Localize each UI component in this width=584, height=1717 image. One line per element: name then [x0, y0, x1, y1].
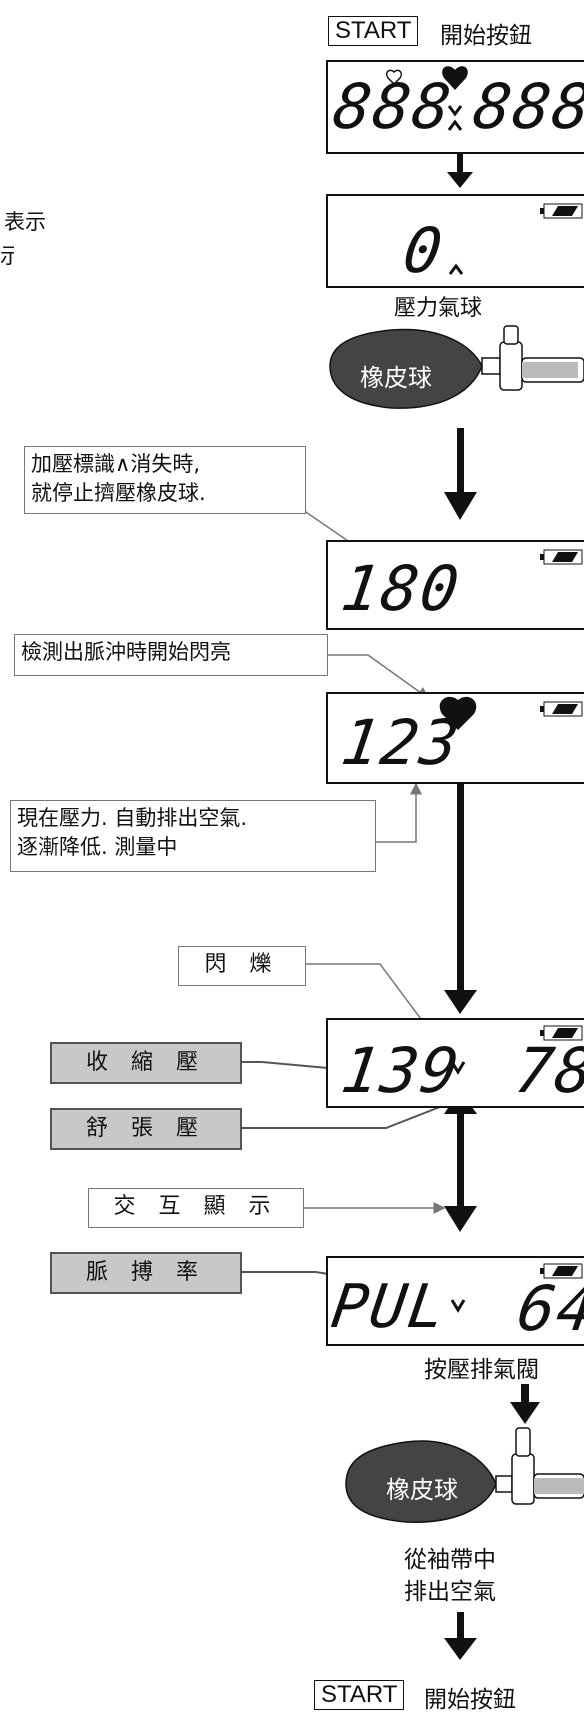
- lcd-180: 180: [326, 540, 584, 630]
- systolic-label: 收 縮 壓: [50, 1042, 242, 1084]
- callout-stop-line2: 就停止擠壓橡皮球.: [31, 481, 206, 505]
- lcd-digits-right: 888: [468, 70, 584, 143]
- lcd-bp-icons: [450, 1025, 583, 1075]
- label-exhaust-line2: 排出空氣: [404, 1579, 496, 1605]
- lcd-all-segments: 888 888: [326, 60, 584, 154]
- label-exhaust-valve: 按壓排氣閥: [424, 1357, 539, 1383]
- lcd-pulse-value: 64: [512, 1272, 584, 1345]
- connector-systolic: [242, 1060, 352, 1077]
- bulb-top-illustration: [329, 325, 584, 409]
- diastolic-label: 舒 張 壓: [50, 1108, 242, 1150]
- flow-arrow-valve: [510, 1384, 540, 1424]
- flow-arrow-3: [444, 782, 477, 1014]
- callout-stop-line1: 加壓標識∧消失時,: [31, 452, 201, 476]
- chevron-up-icon: [448, 263, 464, 275]
- battery-icon: [540, 1025, 583, 1041]
- lcd-pulse-icons: [450, 1263, 583, 1313]
- lcd-icons: [385, 66, 468, 131]
- lcd-systolic-value: 139: [336, 1034, 466, 1107]
- start-button-bottom[interactable]: START: [314, 1680, 405, 1710]
- flow-arrow-4: [444, 1612, 477, 1660]
- battery-icon: [540, 1263, 583, 1279]
- callout-stop-squeeze: 加壓標識∧消失時, 就停止擠壓橡皮球.: [24, 446, 306, 514]
- lcd-123: 123: [326, 692, 584, 784]
- start-label-top: 開始按鈕: [440, 23, 532, 49]
- lcd-zero: 0: [326, 194, 584, 288]
- flow-arrow-1: [447, 154, 473, 188]
- flash-label: 閃 爍: [178, 946, 306, 986]
- callout-pulse-text: 檢測出脈沖時開始閃亮: [21, 640, 231, 664]
- bulb-bottom-text: 橡皮球: [386, 1476, 458, 1504]
- lcd-180-icons: [540, 549, 583, 565]
- chevron-down-icon: [450, 1061, 466, 1075]
- callout-current-line2: 逐漸降低. 測量中: [17, 835, 178, 859]
- lcd-digits-left: 888: [328, 70, 458, 143]
- lcd-pulse-label: PUL: [327, 1272, 452, 1342]
- chevron-up-icon: [447, 119, 463, 131]
- pulse-heart-outline-icon: [385, 69, 403, 86]
- chevron-down-icon: [450, 1299, 466, 1313]
- bulb-bottom-illustration: [345, 1427, 584, 1523]
- battery-icon: [540, 701, 583, 717]
- callout-current-pressure: 現在壓力. 自動排出空氣. 逐漸降低. 測量中: [10, 800, 376, 872]
- label-pressure-bulb: 壓力氣球: [394, 296, 483, 321]
- battery-icon: [540, 549, 583, 565]
- start-label-bottom: 開始按鈕: [424, 1687, 516, 1713]
- lcd-blood-pressure: 139 78: [326, 1018, 584, 1108]
- battery-icon: [540, 203, 583, 219]
- connector-current: [376, 782, 422, 843]
- left-partial-line1: 表示: [4, 210, 46, 234]
- lcd-pulse: PUL 64: [326, 1256, 584, 1346]
- label-exhaust-line1: 從袖帶中: [404, 1547, 496, 1573]
- pulse-rate-label: 脈 搏 率: [50, 1252, 242, 1294]
- lcd-zero-icons: [448, 203, 583, 275]
- lcd-123-icons: [439, 696, 583, 730]
- flow-arrow-double: [444, 1090, 477, 1232]
- start-button-top[interactable]: START: [328, 16, 419, 46]
- heart-icon: [442, 66, 468, 90]
- connector-pulse: [327, 654, 430, 699]
- lcd-180-value: 180: [336, 552, 466, 625]
- callout-current-line1: 現在壓力. 自動排出空氣.: [17, 806, 248, 830]
- flow-arrow-2: [444, 428, 477, 520]
- callout-pulse-detected: 檢測出脈沖時開始閃亮: [14, 634, 328, 676]
- lcd-diastolic-value: 78: [510, 1034, 584, 1107]
- heart-icon: [439, 696, 477, 730]
- lcd-123-value: 123: [336, 706, 466, 779]
- alternate-display-label: 交 互 顯 示: [88, 1188, 304, 1228]
- left-partial-line2: 示: [0, 244, 14, 268]
- chevron-down-icon: [447, 105, 463, 117]
- bulb-top-text: 橡皮球: [360, 364, 432, 392]
